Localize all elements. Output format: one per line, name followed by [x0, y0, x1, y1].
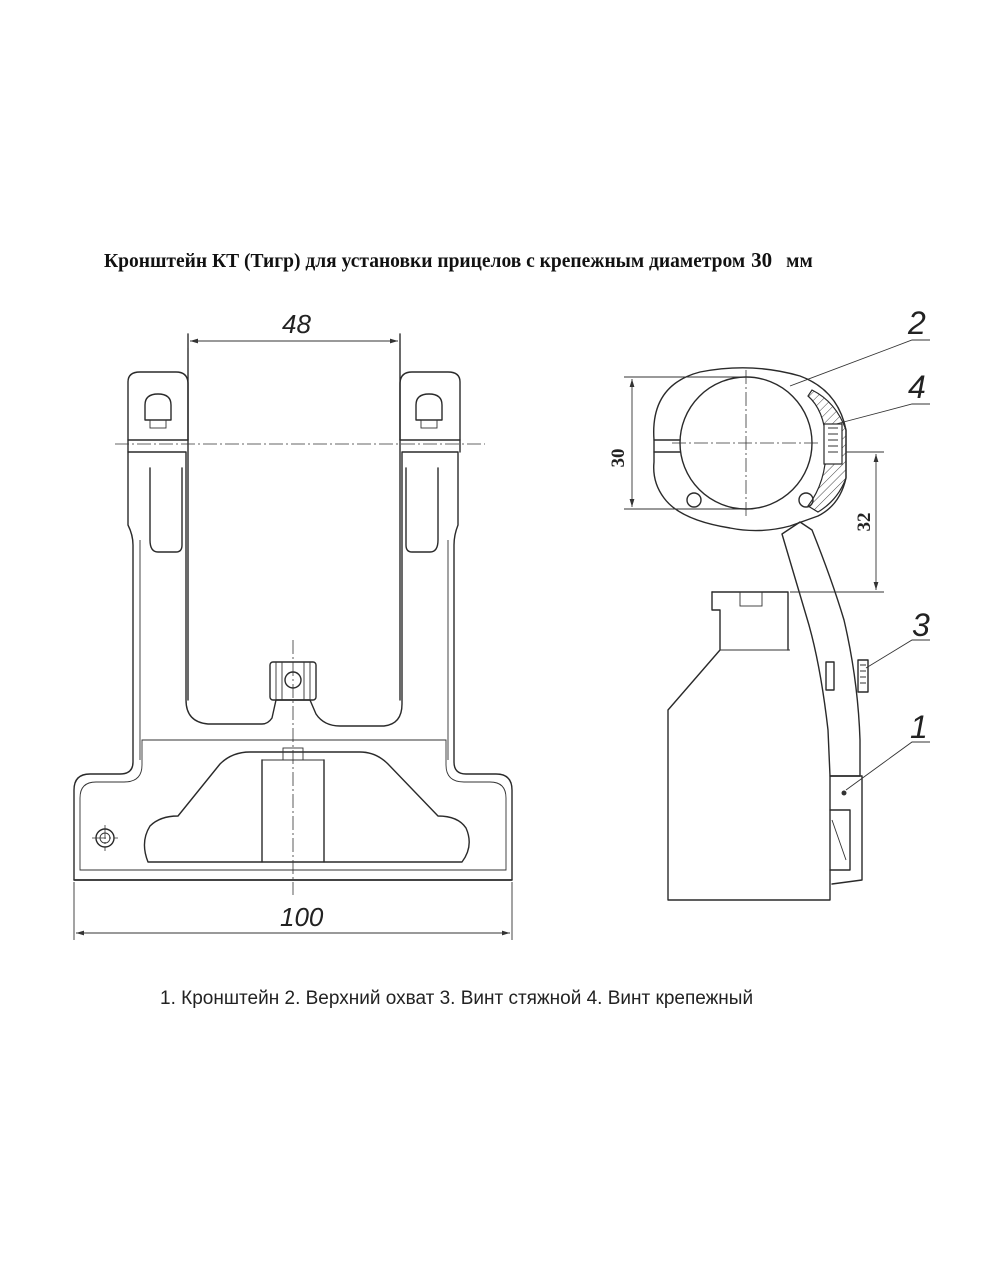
side-view: 30 32 2 4 3 1 [608, 305, 930, 901]
dimension-48: 48 [282, 309, 311, 339]
part-label-4: 4 [908, 369, 926, 405]
dimension-30: 30 [608, 449, 629, 468]
part-label-1: 1 [910, 709, 928, 745]
title-unit: мм [786, 251, 813, 272]
dimension-32: 32 [854, 513, 875, 532]
part-label-2: 2 [907, 305, 926, 341]
front-view: 48 100 [73, 309, 513, 940]
parts-legend: 1. Кронштейн 2. Верхний охват 3. Винт ст… [160, 988, 754, 1009]
title-text: Кронштейн КТ (Тигр) для установки прицел… [104, 251, 746, 272]
title-diameter: 30 [751, 248, 773, 272]
drawing-title: Кронштейн КТ (Тигр) для установки прицел… [104, 248, 984, 273]
dimension-100: 100 [280, 902, 324, 932]
part-label-3: 3 [912, 607, 930, 643]
